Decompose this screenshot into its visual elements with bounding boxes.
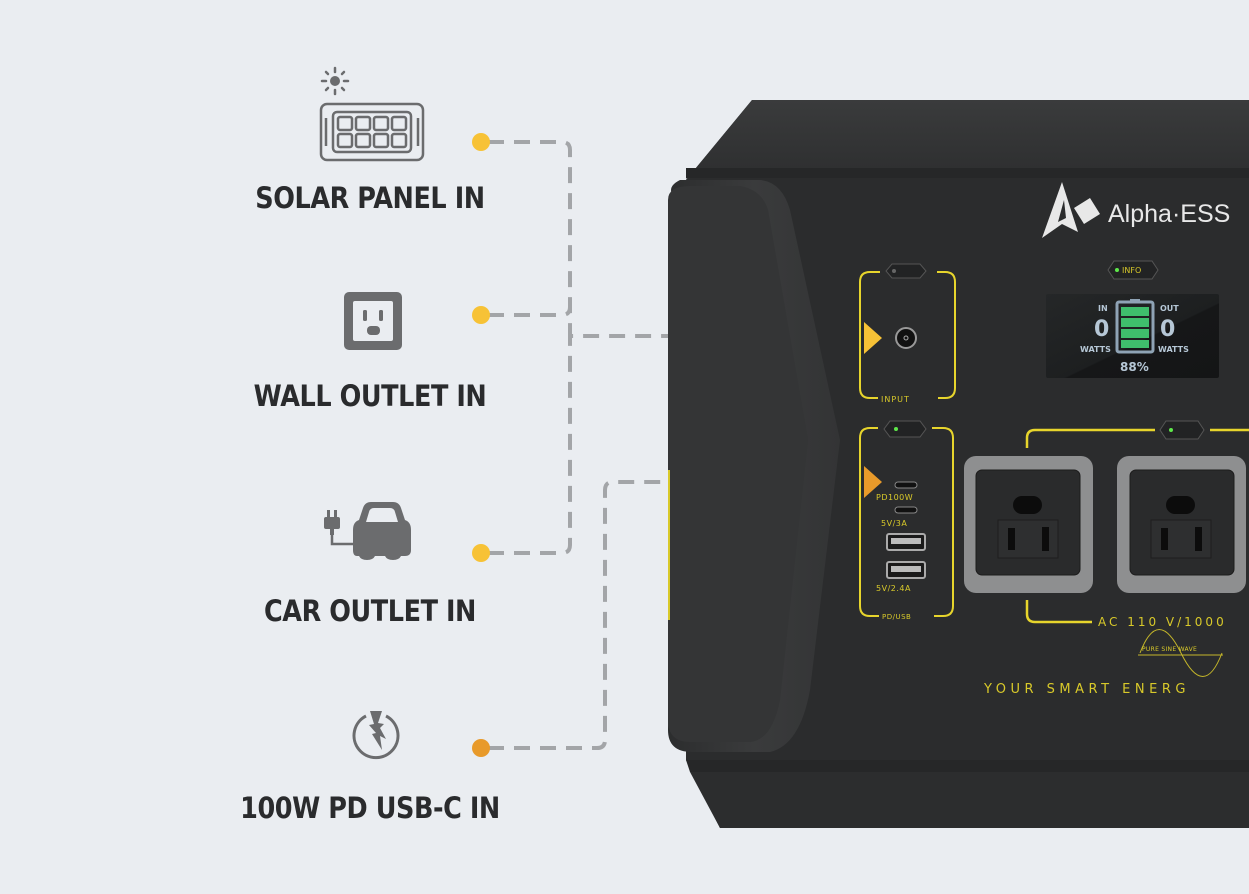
- ac-outlet-2[interactable]: [1117, 456, 1246, 593]
- battery-icon: [1115, 299, 1155, 354]
- usba-port-2[interactable]: [886, 561, 926, 579]
- slogan: YOUR SMART ENERG: [983, 682, 1190, 697]
- usb-c2-label: 5V/3A: [881, 519, 907, 528]
- ac-outlet-1[interactable]: [964, 456, 1093, 593]
- car-charger-icon: [323, 500, 411, 562]
- lcd-in-unit: WATTS: [1080, 345, 1111, 354]
- usb-port-group: [859, 427, 954, 617]
- brand-name: Alpha·ESS: [1108, 200, 1230, 228]
- lcd-battery-percent: 88%: [1120, 360, 1149, 374]
- ac-bracket: [1025, 428, 1249, 624]
- lightning-circle-icon: [350, 708, 402, 760]
- connector-wall: [488, 306, 572, 317]
- input-port-label: INPUT: [881, 395, 910, 404]
- connector-solar: [488, 140, 862, 338]
- brand-logo: [1042, 182, 1100, 238]
- solar-panel-icon: [318, 66, 428, 162]
- usb-pd-label: PD100W: [876, 493, 913, 502]
- wall-outlet-label: WALL OUTLET IN: [253, 379, 487, 413]
- input-port-group: [859, 271, 956, 399]
- wall-outlet-icon: [343, 291, 403, 351]
- solar-panel-label: SOLAR PANEL IN: [255, 181, 485, 215]
- sine-label: PURE SINE WAVE: [1142, 646, 1197, 653]
- dot-wall: [472, 306, 490, 324]
- car-outlet-label: CAR OUTLET IN: [264, 594, 476, 628]
- usb-led-button[interactable]: [883, 420, 927, 438]
- ac-led-button[interactable]: [1159, 420, 1205, 440]
- arrow-input: [864, 322, 882, 354]
- usb-group-label: PD/USB: [882, 613, 911, 621]
- ac-label: AC 110 V/1000: [1098, 615, 1227, 629]
- usbc-label: 100W PD USB-C IN: [240, 791, 500, 825]
- lcd-in-label: IN: [1098, 304, 1108, 313]
- lcd-out-value: 0: [1160, 317, 1175, 342]
- dot-solar: [472, 133, 490, 151]
- connector-usbc: [488, 480, 862, 750]
- dot-usbc: [472, 739, 490, 757]
- lcd-out-label: OUT: [1160, 304, 1179, 313]
- dot-car: [472, 544, 490, 562]
- connector-car: [488, 336, 572, 555]
- dc-input-jack[interactable]: [895, 327, 917, 349]
- lcd-in-value: 0: [1094, 317, 1109, 342]
- usba-port-1[interactable]: [886, 533, 926, 551]
- input-led-button[interactable]: [885, 263, 927, 279]
- usbc-pd-port[interactable]: [894, 481, 918, 489]
- arrow-usbc: [864, 466, 882, 498]
- info-button[interactable]: INFO: [1107, 260, 1159, 280]
- lcd-out-unit: WATTS: [1158, 345, 1189, 354]
- usb-a-label: 5V/2.4A: [876, 584, 911, 593]
- sine-wave-graphic: [1138, 629, 1223, 677]
- info-button-label: INFO: [1122, 266, 1141, 275]
- usbc-port-2[interactable]: [894, 506, 918, 514]
